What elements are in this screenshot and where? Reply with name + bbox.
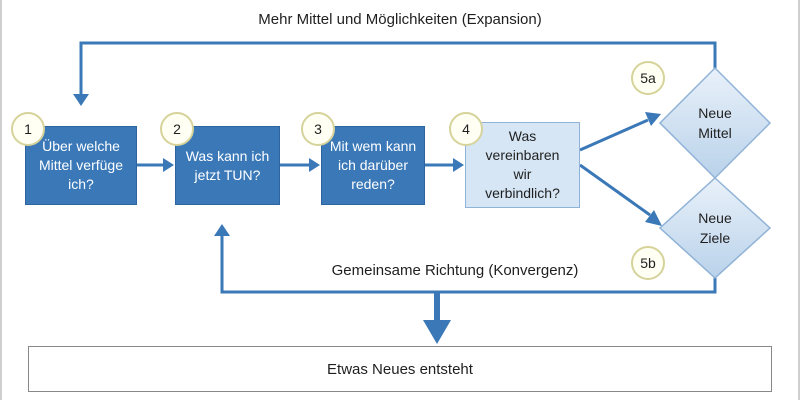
arrow-step4-5a-head <box>645 112 661 126</box>
result-box: Etwas Neues entsteht <box>28 346 772 392</box>
arrow-step4-5a <box>579 118 649 152</box>
step-1-box: Über welche Mittel verfüge ich? <box>25 126 137 205</box>
arrow-step2-step3-head <box>309 158 320 172</box>
outcome-5b-text: Neue Ziele <box>698 210 732 246</box>
step-4-box: Was vereinbaren wir verbindlich? <box>465 122 580 208</box>
outcome-5a-number: 5a <box>631 61 665 95</box>
diamond-5b <box>658 176 772 280</box>
step-1-number: 1 <box>11 112 45 146</box>
arrow-step4-5b <box>579 163 651 217</box>
expansion-loop-arrow <box>79 41 717 94</box>
arrow-step3-step4-head <box>453 158 464 172</box>
step-2-box: Was kann ich jetzt TUN? <box>175 126 280 205</box>
convergence-label: Gemeinsame Richtung (Konvergenz) <box>331 262 579 279</box>
step-3-box: Mit wem kann ich darüber reden? <box>321 126 425 205</box>
convergence-loop-arrowhead <box>214 224 230 236</box>
arrow-step4-5b-head <box>645 210 662 226</box>
outcome-5b-number: 5b <box>631 246 665 280</box>
step-4-number: 4 <box>449 112 483 146</box>
expansion-label: Mehr Mittel und Möglichkeiten (Expansion… <box>258 11 542 28</box>
expansion-loop-arrowhead <box>73 94 89 106</box>
outcome-5a-text: Neue Mittel <box>698 105 732 141</box>
arrow-step1-step2-head <box>163 158 174 172</box>
step-2-number: 2 <box>160 112 194 146</box>
step-3-number: 3 <box>301 112 335 146</box>
arrow-to-result-head <box>423 320 451 344</box>
